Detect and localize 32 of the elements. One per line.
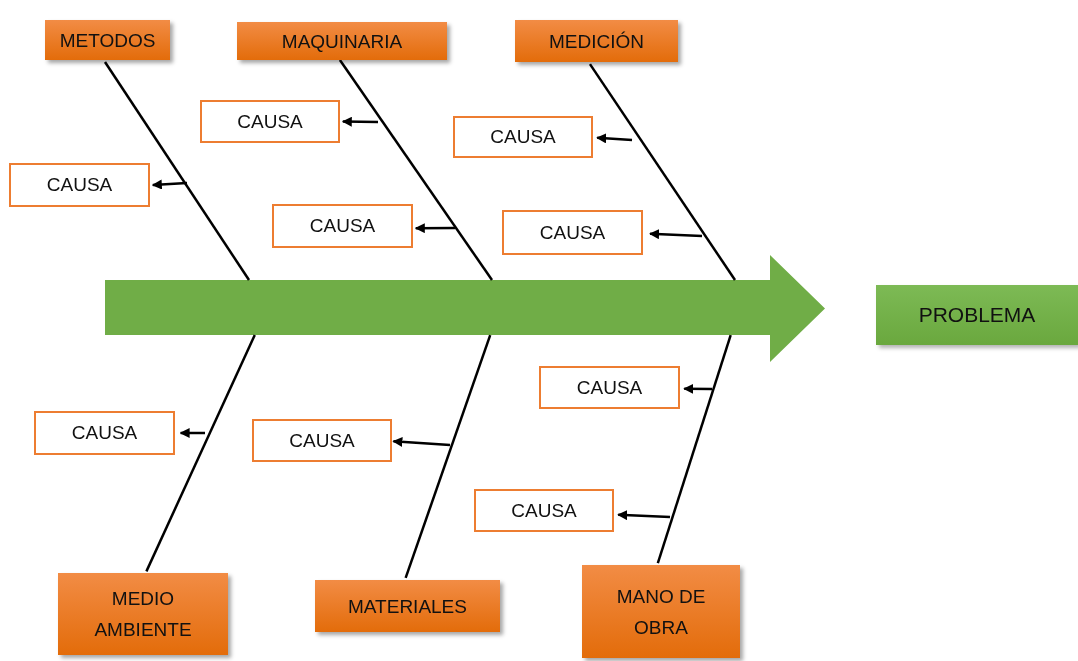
category-label-box: MANO DE OBRA — [582, 565, 740, 658]
arrow — [392, 436, 451, 447]
category-label-box: MEDIO AMBIENTE — [58, 573, 228, 655]
bone-line — [338, 59, 494, 281]
bone-line — [145, 334, 256, 572]
cause-box: CAUSA — [502, 210, 643, 255]
bone-line — [404, 334, 492, 579]
arrow — [649, 229, 703, 240]
category-label-box: MATERIALES — [315, 580, 500, 632]
cause-box: CAUSA — [9, 163, 150, 207]
bone-line — [103, 61, 251, 281]
arrow — [179, 428, 205, 438]
cause-box: CAUSA — [34, 411, 175, 455]
bone-line — [656, 334, 732, 564]
cause-box: CAUSA — [252, 419, 392, 462]
arrow — [683, 383, 712, 394]
category-label-box: METODOS — [45, 20, 170, 60]
category-label-box: MAQUINARIA — [237, 22, 447, 60]
problem-box: PROBLEMA — [876, 285, 1078, 345]
arrow — [341, 116, 378, 127]
bone-line — [588, 63, 737, 281]
cause-box: CAUSA — [539, 366, 680, 409]
category-label-box: MEDICIÓN — [515, 20, 678, 62]
cause-box: CAUSA — [272, 204, 413, 248]
arrow — [596, 133, 633, 144]
cause-box: CAUSA — [200, 100, 340, 143]
arrow — [151, 179, 188, 190]
arrow — [617, 510, 671, 521]
cause-box: CAUSA — [474, 489, 614, 532]
cause-box: CAUSA — [453, 116, 593, 158]
arrow — [414, 223, 455, 234]
spine-arrow — [105, 255, 825, 362]
